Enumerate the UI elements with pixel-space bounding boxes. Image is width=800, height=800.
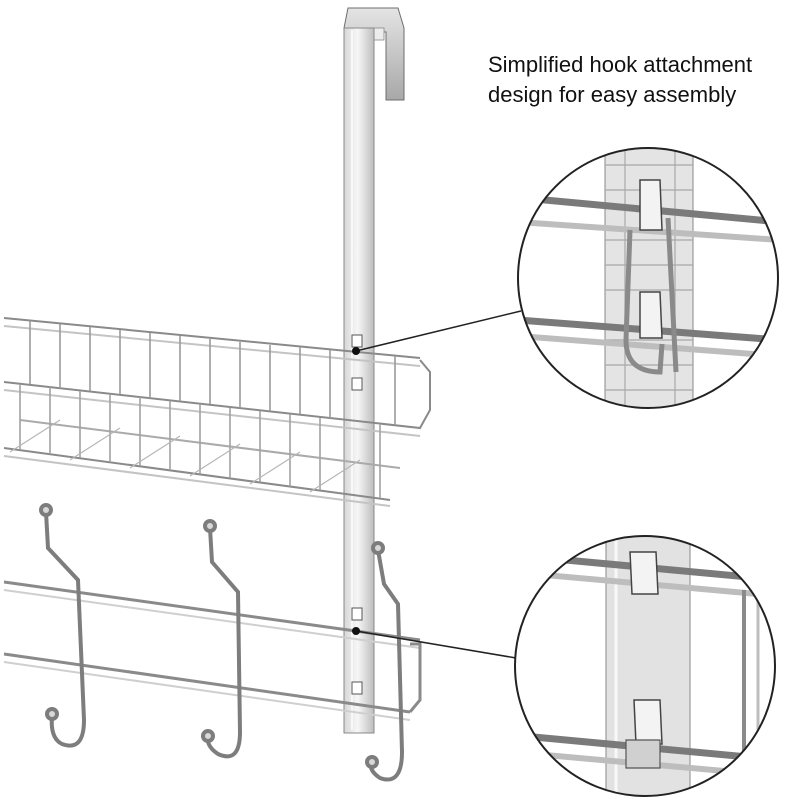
hooks [39,503,405,782]
caption-line-1: Simplified hook attachment [488,52,753,77]
zoom-detail-upper [517,147,779,409]
zoom-detail-lower [514,535,776,797]
wire-basket [3,317,431,507]
vertical-strip [343,27,375,734]
leader-lines [352,310,522,659]
feature-caption: Simplified hook attachment design for ea… [488,50,793,110]
caption-line-2: design for easy assembly [488,82,737,107]
hook-rail [3,580,422,721]
